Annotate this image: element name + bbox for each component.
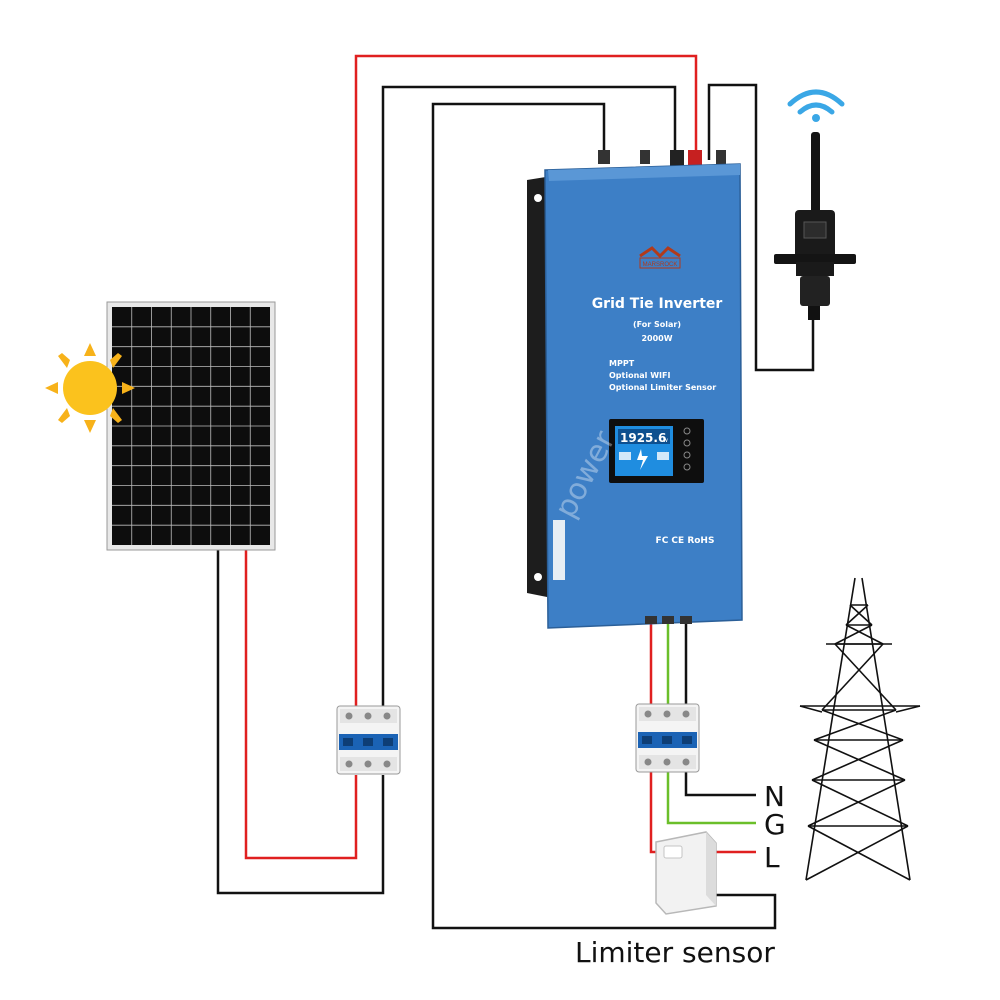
- feature-wifi: Optional WIFI: [609, 371, 670, 380]
- inverter-display: 1925.6 w: [609, 419, 704, 483]
- sun-icon: [45, 343, 135, 433]
- grid-terminal-n: N: [764, 780, 785, 813]
- panel-negative-wire: [216, 548, 385, 895]
- inverter-title: Grid Tie Inverter: [592, 296, 723, 312]
- grid-terminal-l: L: [764, 841, 780, 874]
- ac-n-wire: [684, 770, 756, 797]
- panel-positive-wire: [244, 548, 358, 860]
- wires: [216, 54, 815, 930]
- feature-mppt: MPPT: [609, 359, 635, 368]
- sensor-wire: [431, 102, 777, 930]
- solar-panel-icon: [106, 301, 276, 551]
- ac-g-wire: [666, 770, 756, 825]
- dc-negative-to-inverter-wire: [381, 85, 677, 706]
- display-unit: w: [663, 437, 668, 444]
- transmission-tower-icon: [799, 577, 921, 881]
- dc-positive-to-inverter-wire: [354, 54, 698, 706]
- circuit-breaker-icon: [336, 705, 401, 775]
- grid-tie-inverter: MARSROCK Grid Tie Inverter (For Solar) 2…: [527, 150, 743, 629]
- current-clamp-icon: [655, 831, 717, 915]
- display-reading: 1925.6: [620, 431, 666, 445]
- wifi-signal-icon: [787, 89, 845, 122]
- brand-logo: MARSROCK: [639, 246, 681, 269]
- brand-name: MARSROCK: [643, 262, 678, 268]
- wifi-dongle-icon: [774, 132, 856, 320]
- ac-l-wire: [649, 770, 756, 854]
- certification-marks: FC CE RoHS: [656, 536, 715, 546]
- circuit-breaker-icon: [635, 703, 700, 773]
- feature-limiter: Optional Limiter Sensor: [609, 383, 716, 392]
- limiter-sensor-label: Limiter sensor: [575, 936, 775, 969]
- inverter-power: 2000W: [641, 334, 672, 343]
- inverter-subtitle: (For Solar): [633, 320, 681, 329]
- grid-terminal-g: G: [764, 808, 786, 841]
- dongle-wire: [707, 83, 815, 372]
